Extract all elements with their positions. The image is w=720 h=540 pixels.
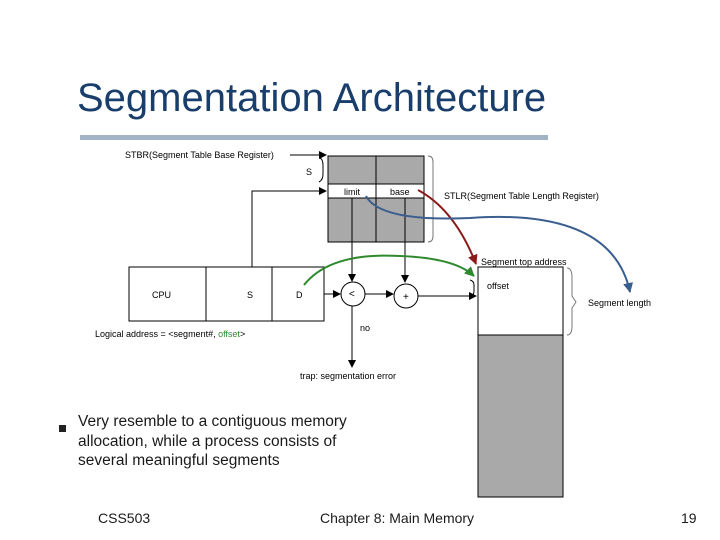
bullet-marker — [59, 425, 66, 432]
limit-label: limit — [344, 187, 360, 197]
footer-course: CSS503 — [98, 510, 151, 526]
segment-block — [477, 266, 564, 336]
cpu-box — [128, 266, 325, 322]
page-title: Segmentation Architecture — [77, 76, 547, 120]
segment-length-bracket — [566, 267, 577, 336]
logical-address-label: Logical address = <segment#, offset> — [95, 329, 245, 339]
no-label: no — [360, 323, 370, 333]
compare-label: < — [349, 289, 355, 300]
base-label: base — [390, 187, 410, 197]
stbr-label: STBR(Segment Table Base Register) — [125, 150, 274, 160]
offset-brace — [469, 279, 475, 297]
footer-chapter: Chapter 8: Main Memory — [320, 510, 475, 526]
footer-page-number: 19 — [681, 510, 697, 526]
s-offset-label: S — [306, 167, 312, 177]
segment-top-label: Segment top address — [481, 257, 567, 267]
stlr-label: STLR(Segment Table Length Register) — [444, 191, 599, 201]
trap-label: trap: segmentation error — [300, 371, 396, 381]
logical-address-suffix: > — [240, 329, 245, 339]
logical-s-label: S — [247, 290, 253, 300]
logical-d-label: D — [296, 290, 303, 300]
base-to-top-red-arrow — [417, 189, 478, 265]
d-to-offset-green-arrow — [303, 254, 475, 286]
s-to-table-line — [251, 187, 327, 267]
table-to-length-blue-arrow — [365, 195, 633, 293]
segment-length-label: Segment length — [588, 298, 651, 308]
title-underline — [80, 135, 548, 140]
cpu-label: CPU — [152, 290, 171, 300]
bullet-text: Very resemble to a contiguous memory all… — [78, 413, 347, 469]
offset-label: offset — [487, 281, 509, 291]
s-offset-brace — [318, 157, 324, 183]
logical-address-prefix: Logical address = <segment#, — [95, 329, 218, 339]
logical-address-offset: offset — [218, 329, 240, 339]
plus-label: + — [403, 292, 409, 303]
